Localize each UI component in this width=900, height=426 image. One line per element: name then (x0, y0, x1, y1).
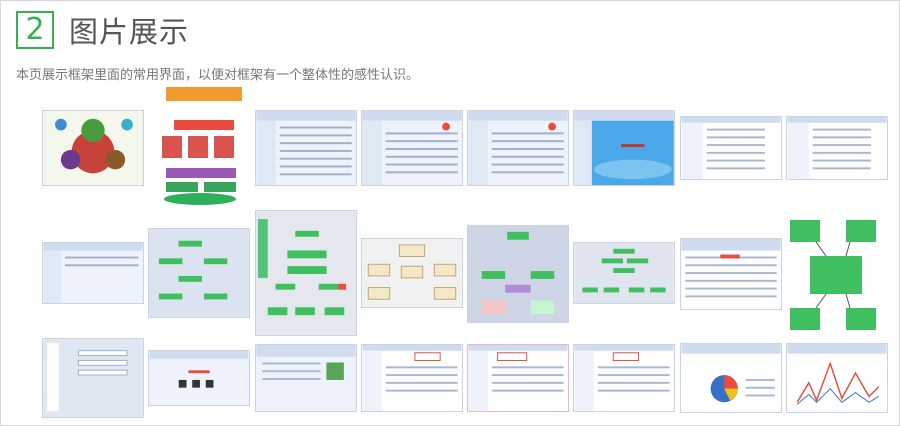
thumbnail-architecture-circles[interactable] (42, 110, 144, 186)
thumbnail-grid-window-3[interactable] (467, 110, 569, 186)
flow-diagram-image (256, 211, 356, 335)
thumbnail-annotated-grid-2[interactable] (467, 344, 569, 412)
thumbnail-grid-window-2[interactable] (361, 110, 463, 186)
plugin-diagram-image (790, 220, 876, 330)
icon-picker-image (149, 351, 249, 388)
pie-chart-report-image (681, 344, 781, 403)
line-chart-report-image (787, 344, 887, 405)
tree-list-image (787, 117, 887, 179)
annotated-grid-image (574, 345, 674, 411)
thumbnail-class-diagram-2[interactable] (467, 225, 569, 323)
user-profile-form-image (256, 345, 356, 380)
thumbnail-annotated-grid-3[interactable] (573, 344, 675, 412)
thumbnail-grid-window-1[interactable] (255, 110, 357, 186)
thumbnail-layer-diagram[interactable] (148, 84, 250, 206)
module-diagram-image (574, 243, 674, 303)
section-title: 图片展示 (69, 15, 190, 49)
annotated-grid-image (362, 345, 462, 411)
thumbnail-flow-diagram-2[interactable] (255, 210, 357, 336)
thumbnail-class-diagram-1[interactable] (361, 238, 463, 308)
grid-window-image (256, 111, 356, 185)
thumbnail-flow-diagram-1[interactable] (148, 228, 250, 318)
grid-window-image (468, 111, 568, 185)
thumbnail-icon-picker[interactable] (148, 350, 250, 406)
class-diagram-image (468, 226, 568, 322)
tree-list-image (681, 117, 781, 179)
thumbnail-pie-chart-report[interactable] (680, 343, 782, 413)
thumbnail-line-chart-report[interactable] (786, 343, 888, 413)
thumbnail-user-profile-form[interactable] (255, 344, 357, 412)
thumbnail-welcome-page[interactable] (573, 110, 675, 186)
grid-window-image (681, 239, 781, 298)
layer-diagram-image (162, 87, 242, 205)
thumbnail-annotated-grid-1[interactable] (361, 344, 463, 412)
form-window-image (43, 243, 143, 303)
thumbnail-tree-list-1[interactable] (680, 116, 782, 180)
thumbnail-module-diagram[interactable] (573, 242, 675, 304)
grid-window-image (362, 111, 462, 185)
thumbnail-form-window-1[interactable] (42, 242, 144, 304)
thumbnail-grid-window-4[interactable] (680, 238, 782, 310)
class-diagram-image (362, 239, 462, 307)
thumbnail-login-dialog[interactable] (42, 338, 144, 418)
annotated-grid-image (468, 345, 568, 411)
thumbnail-plugin-diagram[interactable] (786, 216, 888, 334)
welcome-page-image (574, 111, 674, 185)
flow-diagram-image (149, 229, 249, 317)
architecture-circles-image (55, 118, 133, 174)
section-description: 本页展示框架里面的常用界面，以便对框架有一个整体性的感性认识。 (16, 68, 420, 83)
thumbnail-tree-list-2[interactable] (786, 116, 888, 180)
section-number-badge: 2 (16, 11, 54, 49)
login-dialog-image (43, 339, 143, 417)
